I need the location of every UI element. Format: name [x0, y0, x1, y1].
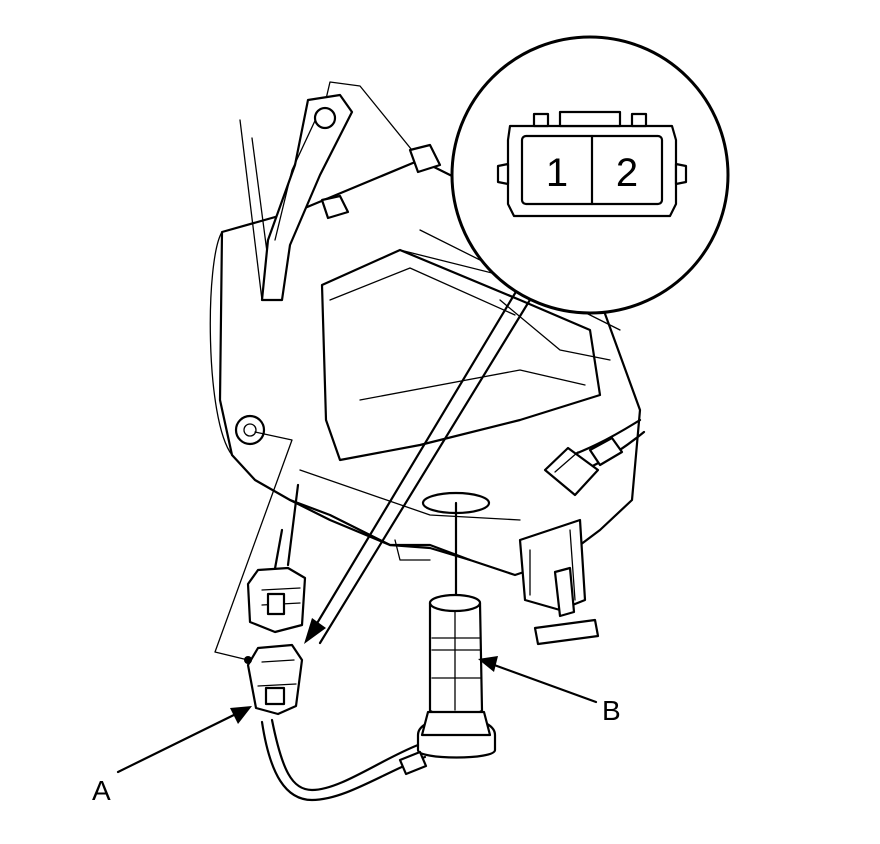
callout-b: B — [478, 656, 621, 726]
sensor-connector — [244, 643, 304, 716]
zoom-arrowhead — [304, 618, 326, 644]
pump-connector — [543, 446, 600, 497]
pin-1-label: 1 — [546, 151, 568, 195]
callout-a: A — [92, 706, 252, 806]
callout-b-label: B — [602, 695, 621, 726]
pin-2-label: 2 — [616, 151, 638, 195]
callout-a-label: A — [92, 775, 111, 806]
sensor-harness — [260, 718, 428, 802]
mount-boss — [234, 414, 266, 446]
mount-bracket — [260, 93, 442, 302]
bracket-bolt — [313, 106, 337, 130]
zoom-leader-line-2 — [318, 288, 538, 645]
harness-connector-mating — [246, 483, 307, 634]
connector-face-view: 1 2 — [450, 35, 730, 315]
zoom-leader-line-1 — [308, 283, 522, 637]
level-sensor — [416, 593, 497, 759]
pump-assembly — [518, 418, 646, 646]
